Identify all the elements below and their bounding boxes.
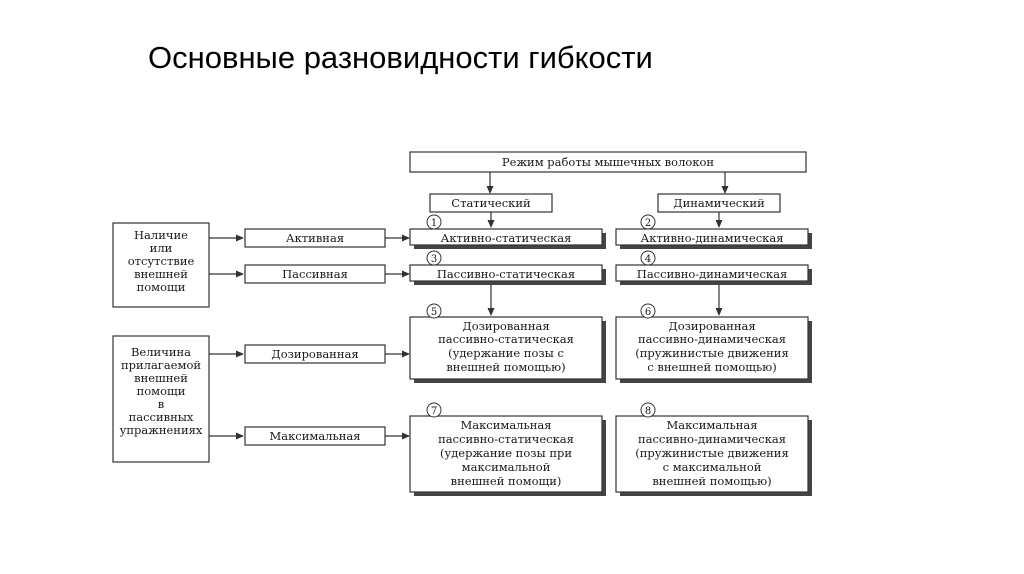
cell-1: 1 Активно-статическая (409, 214, 606, 249)
mode-dynamic-box: Динамический (657, 193, 781, 213)
cell-2-number: 2 (645, 218, 651, 229)
left-group-2-line-1: прилагаемой (121, 358, 201, 372)
cell-2: 2 Активно-динамическая (615, 214, 812, 249)
cell-5-line-0: Дозированная (462, 319, 549, 333)
left-group-1-line-2: отсутствие (128, 254, 195, 268)
row-label-dosed-text: Дозированная (271, 347, 358, 361)
cell-6-line-2: (пружинистые движения (635, 346, 788, 360)
cell-1-number: 1 (431, 218, 437, 229)
cell-8-line-4: внешней помощью) (652, 474, 771, 488)
cell-2-number-badge (640, 214, 656, 230)
cell-4-number: 4 (645, 254, 651, 265)
row-label-maximal: Максимальная (244, 426, 386, 446)
row-label-active-text: Активная (286, 231, 344, 245)
cell-1-number-badge (426, 214, 442, 230)
left-group-2-line-2: внешней (134, 371, 188, 385)
cell-8-line-2: (пружинистые движения (635, 446, 788, 460)
left-group-1-line-3: внешней (134, 267, 188, 281)
left-group-2-box: Величина прилагаемой внешней помощи в па… (112, 335, 210, 463)
cell-8: 8 Максимальная пассивно-динамическая (пр… (615, 402, 812, 496)
cell-6: 6 Дозированная пассивно-динамическая (пр… (615, 303, 812, 383)
cell-7-number: 7 (431, 406, 437, 417)
cell-8-line-3: с максимальной (663, 460, 762, 474)
left-group-2-line-0: Величина (131, 345, 191, 359)
row-label-passive: Пассивная (244, 264, 386, 284)
mode-static-box: Статический (429, 193, 553, 213)
cell-4-number-badge (640, 250, 656, 266)
left-group-2-line-6: упражнениях (120, 423, 203, 437)
cell-7-line-3: максимальной (462, 460, 551, 474)
cell-7-line-0: Максимальная (460, 418, 551, 432)
cell-7-line-2: (удержание позы при (440, 446, 572, 460)
row-label-active: Активная (244, 228, 386, 248)
left-group-1-box: Наличие или отсутствие внешней помощи (112, 222, 210, 308)
page-title: Основные разновидности гибкости (148, 40, 653, 75)
cell-5-line-3: внешней помощью) (446, 360, 565, 374)
left-group-1-line-1: или (150, 241, 173, 255)
cell-6-line-3: с внешней помощью) (647, 360, 776, 374)
row-label-passive-text: Пассивная (282, 267, 348, 281)
cell-7-line-4: внешней помощи) (451, 474, 562, 488)
cell-8-line-1: пассивно-динамическая (638, 432, 786, 446)
cell-6-number-badge (640, 303, 656, 319)
cell-8-number-badge (640, 402, 656, 418)
left-group-2-line-3: помощи (137, 384, 186, 398)
cell-4: 4 Пассивно-динамическая (615, 250, 812, 285)
cell-2-line-0: Активно-динамическая (641, 231, 784, 245)
left-group-2-line-5: пассивных (129, 410, 194, 424)
cell-3: 3 Пассивно-статическая (409, 250, 606, 285)
cell-3-line-0: Пассивно-статическая (437, 267, 575, 281)
cell-6-number: 6 (645, 307, 651, 318)
header-box: Режим работы мышечных волокон (409, 151, 807, 173)
cell-6-line-1: пассивно-динамическая (638, 332, 786, 346)
cell-8-line-0: Максимальная (666, 418, 757, 432)
cell-7-number-badge (426, 402, 442, 418)
cell-8-number: 8 (645, 406, 651, 417)
cell-6-line-0: Дозированная (668, 319, 755, 333)
cell-1-line-0: Активно-статическая (441, 231, 572, 245)
cell-5-line-2: (удержание позы с (448, 346, 564, 360)
cell-3-number: 3 (431, 254, 437, 265)
cell-5-number-badge (426, 303, 442, 319)
cell-7-line-1: пассивно-статическая (438, 432, 574, 446)
row-label-maximal-text: Максимальная (269, 429, 360, 443)
cell-3-number-badge (426, 250, 442, 266)
row-label-dosed: Дозированная (244, 344, 386, 364)
cell-5: 5 Дозированная пассивно-статическая (уде… (409, 303, 606, 383)
header-text: Режим работы мышечных волокон (502, 155, 715, 169)
cell-5-line-1: пассивно-статическая (438, 332, 574, 346)
cell-5-number: 5 (431, 307, 437, 318)
left-group-2-line-4: в (158, 397, 164, 411)
cell-7: 7 Максимальная пассивно-статическая (уде… (409, 402, 606, 496)
mode-dynamic-label: Динамический (673, 196, 765, 210)
left-group-1-line-0: Наличие (134, 228, 188, 242)
left-group-1-line-4: помощи (137, 280, 186, 294)
cell-4-line-0: Пассивно-динамическая (637, 267, 787, 281)
mode-static-label: Статический (451, 196, 531, 210)
